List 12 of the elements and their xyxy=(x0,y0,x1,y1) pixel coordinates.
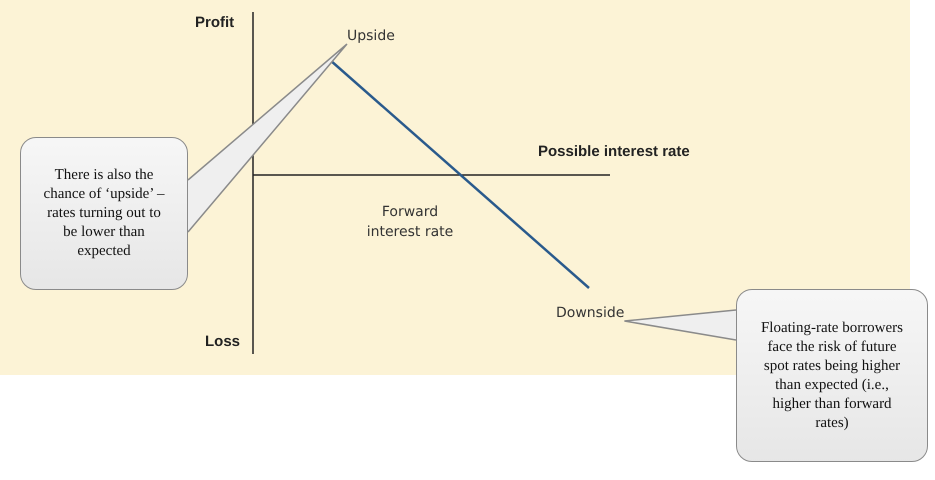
speech-bubble xyxy=(736,289,928,462)
leader-line xyxy=(187,43,348,233)
point-label: Upside xyxy=(347,28,395,44)
axis-label: Possible interest rate xyxy=(538,143,690,160)
leader-line xyxy=(624,309,737,341)
callout-text: Floating-rate borrowers face the risk of future spot rates being higher than expected (i.e., higher than forward rates) xyxy=(760,318,904,432)
axis-annotation: Forward interest rate xyxy=(366,203,454,242)
axis-label: Profit xyxy=(195,14,234,31)
point-label: Downside xyxy=(556,305,624,321)
axis-label: Loss xyxy=(205,333,240,350)
speech-bubble xyxy=(20,137,188,290)
callout-text: There is also the chance of ‘upside’ – rates turning out to be lower than expected xyxy=(42,166,166,261)
